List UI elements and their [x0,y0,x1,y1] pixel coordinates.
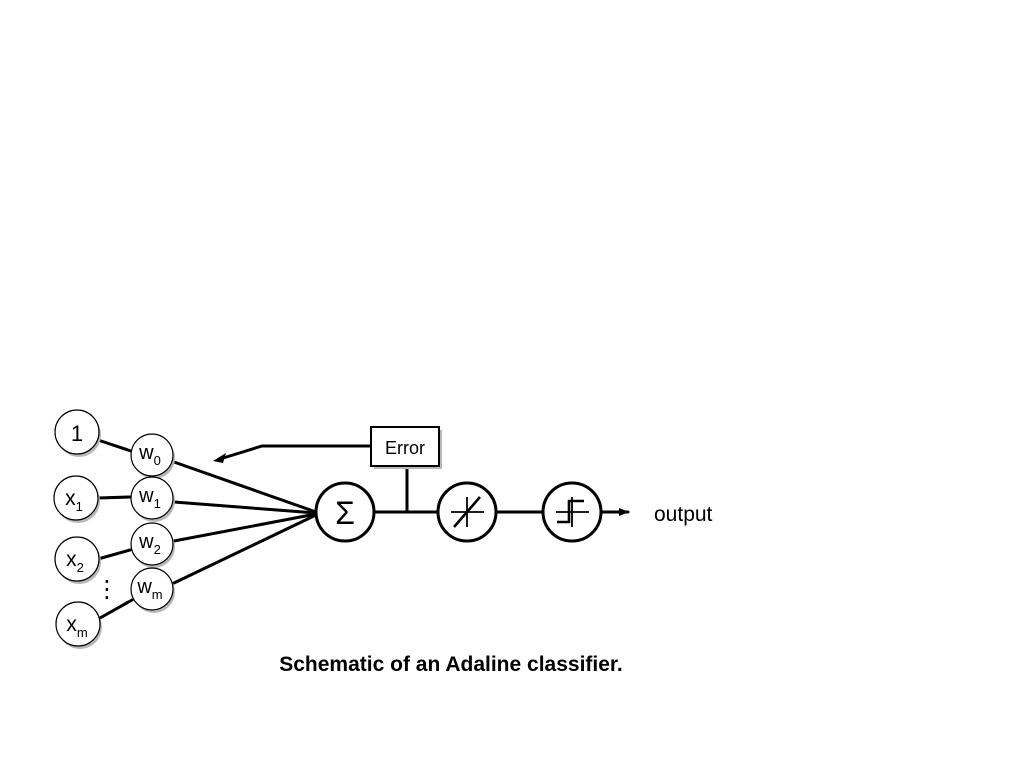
weight-w1-sub: 1 [154,496,161,511]
svg-text:w1: w1 [138,485,161,511]
edge-w2-sum [172,512,318,543]
error-feedback-line [218,444,373,461]
weight-w0-sub: 0 [154,453,161,468]
input-bias-label: 1 [71,421,83,446]
weight-node-w0: w0 [130,433,175,479]
input-ellipsis: ⋮ [95,576,119,603]
summation-node: Σ [314,481,376,543]
weight-w2-base: w [138,531,154,553]
error-feedback-arrowhead [213,453,226,463]
error-box: Error [370,426,442,469]
weight-node-w2: w2 [130,522,175,568]
weight-w2-sub: 2 [154,542,161,557]
output-label: output [654,503,713,526]
input-x1-sub: 1 [76,499,83,514]
step-function-icon [556,497,589,527]
weight-node-w1: w1 [130,476,175,522]
linear-activation-node [436,481,498,543]
weight-wm-base: w [136,576,152,598]
edge-1-w0 [96,438,136,454]
input-xm-sub: m [77,625,88,640]
input-xm-base: x [66,613,77,636]
weight-wm-sub: m [152,587,163,602]
weight-sum-edges [172,460,318,585]
input-x1-base: x [65,487,76,510]
svg-text:wm: wm [136,576,162,602]
input-node-xm: xm [55,601,102,649]
svg-text:x1: x1 [65,487,83,514]
weight-w0-base: w [138,442,154,464]
svg-text:w2: w2 [138,531,161,557]
error-label: Error [385,438,425,458]
sigma-icon: Σ [335,495,355,531]
edge-x2-w2 [96,548,132,561]
input-weight-edges [96,438,136,620]
svg-text:x2: x2 [66,548,84,575]
linear-activation-icon [451,496,484,528]
edge-xm-wm [98,598,134,620]
weight-node-wm: wm [130,567,175,613]
edge-w0-sum [172,460,318,514]
input-x2-base: x [66,548,77,571]
input-node-x1: x1 [53,475,100,523]
weight-w1-base: w [138,485,154,507]
input-x2-sub: 2 [77,560,84,575]
threshold-node [541,481,603,543]
diagram-caption: Schematic of an Adaline classifier. [279,653,623,676]
svg-text:w0: w0 [138,442,161,468]
edge-wm-sum [172,513,318,585]
edge-w1-sum [172,500,318,515]
edge-x1-w1 [96,495,132,500]
input-node-bias: 1 [54,409,101,457]
svg-text:xm: xm [66,613,87,640]
input-node-x2: x2 [54,536,101,584]
